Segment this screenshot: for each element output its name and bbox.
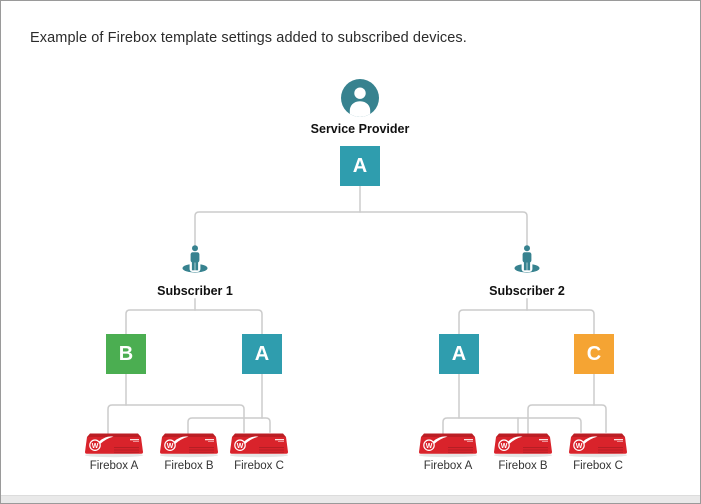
watchguard-w-logo: W [501,443,508,450]
service-provider-label: Service Provider [310,122,410,136]
firebox-label: Firebox A [89,460,139,472]
template-box-sub2-c: C [574,334,614,374]
firebox-label: Firebox C [573,460,623,472]
firebox-device-icon: W [228,432,290,463]
template-box-service-provider-a: A [340,146,380,186]
firebox-device-icon: W [567,432,629,463]
firebox-label: Firebox C [234,460,284,472]
subscriber-1-label: Subscriber 1 [157,284,233,298]
watchguard-w-logo: W [237,443,244,450]
watchguard-w-logo: W [576,443,583,450]
template-box-sub1-b: B [106,334,146,374]
firebox-device-icon: W [83,432,145,463]
subscriber-2-icon [510,244,544,279]
firebox-label: Firebox A [423,460,473,472]
service-provider-icon [341,79,379,122]
subscriber-2-label: Subscriber 2 [489,284,565,298]
watchguard-w-logo: W [167,443,174,450]
firebox-device-icon: W [417,432,479,463]
horizontal-scrollbar[interactable] [1,495,700,503]
firebox-label: Firebox B [164,460,214,472]
template-box-sub1-a: A [242,334,282,374]
template-box-sub2-a: A [439,334,479,374]
subscriber-1-icon [178,244,212,279]
firebox-label: Firebox B [498,460,548,472]
diagram-caption: Example of Firebox template settings add… [30,30,467,46]
firebox-device-icon: W [158,432,220,463]
firebox-device-icon: W [492,432,554,463]
watchguard-w-logo: W [426,443,433,450]
watchguard-w-logo: W [92,443,99,450]
